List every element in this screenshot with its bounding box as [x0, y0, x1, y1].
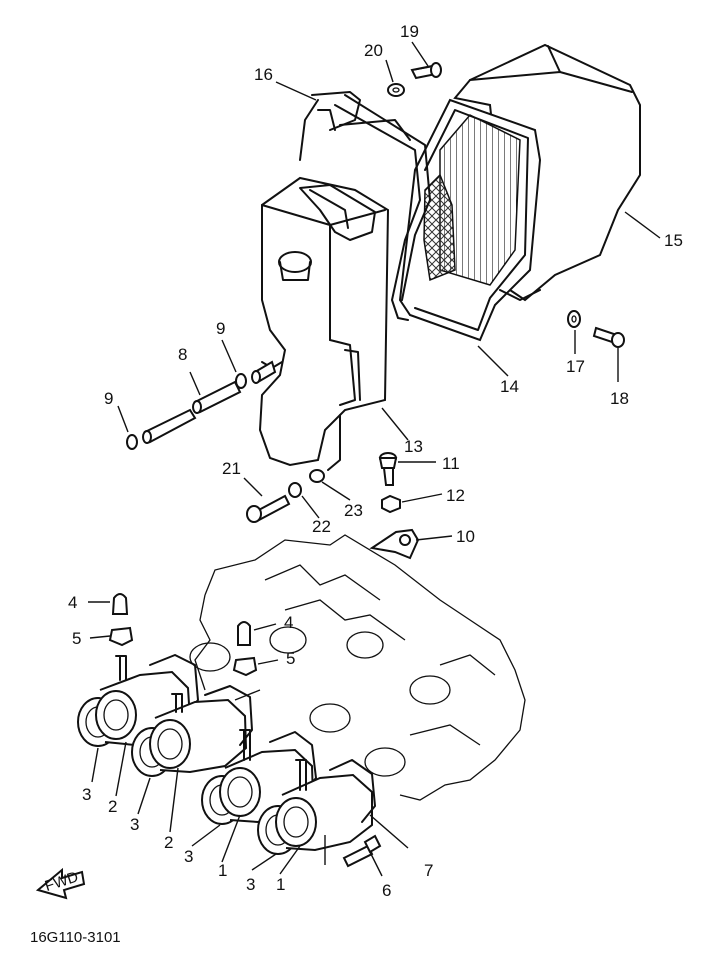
washer-17: [567, 310, 581, 328]
callout-11: 11: [442, 454, 460, 473]
callout-4-right: 4: [284, 613, 293, 632]
carb-joint-4: [257, 759, 376, 855]
clamp-5: [108, 626, 258, 677]
callout-3-c: 3: [184, 847, 193, 866]
callout-2-b: 2: [164, 833, 173, 852]
collar-23: [309, 469, 325, 483]
washer-20: [387, 83, 405, 97]
carb-joint-3: [201, 729, 317, 825]
clip-9: [126, 373, 247, 450]
bolt-21: [246, 494, 291, 523]
callout-3-b: 3: [130, 815, 139, 834]
callout-labels: 19 20 16 15 14 17 18 13 8 9 9 11 12 10 2…: [68, 22, 683, 900]
callout-1-b: 1: [276, 875, 285, 894]
screw-6: [342, 834, 382, 868]
callout-23: 23: [344, 501, 363, 520]
callout-20: 20: [364, 41, 383, 60]
callout-1-a: 1: [218, 861, 227, 880]
callout-10: 10: [456, 527, 475, 546]
callout-22: 22: [312, 517, 331, 536]
callout-3-a: 3: [82, 785, 91, 804]
callout-2-a: 2: [108, 797, 117, 816]
joint-hose-8: [142, 360, 277, 444]
callout-18: 18: [610, 389, 629, 408]
callout-12: 12: [446, 486, 465, 505]
leader-lines: [88, 41, 661, 877]
callout-5-right: 5: [286, 649, 295, 668]
screw-18: [592, 326, 625, 348]
callout-16: 16: [254, 65, 273, 84]
callout-13: 13: [404, 437, 423, 456]
part-code: 16G110-3101: [30, 929, 121, 946]
bolt-11: [378, 452, 398, 486]
nut-12: [381, 494, 401, 514]
air-box-case: [258, 176, 390, 471]
washer-22: [288, 482, 302, 498]
callout-8: 8: [178, 345, 187, 364]
callout-9-lower: 9: [104, 389, 113, 408]
callout-15: 15: [664, 231, 683, 250]
callout-17: 17: [566, 357, 585, 376]
bolt-19: [410, 62, 442, 80]
callout-3-d: 3: [246, 875, 255, 894]
callout-6: 6: [382, 881, 391, 900]
fwd-arrow-icon: FWD: [35, 867, 86, 900]
callout-4-left: 4: [68, 593, 77, 612]
engine-outline: [189, 534, 526, 801]
callout-21: 21: [222, 459, 241, 478]
carb-joint-2: [131, 685, 253, 777]
callout-5-left: 5: [72, 629, 81, 648]
callout-7: 7: [424, 861, 433, 880]
callout-14: 14: [500, 377, 519, 396]
filter-band-clamp: [299, 91, 431, 321]
air-filter-element: [398, 98, 542, 342]
callout-19: 19: [400, 22, 419, 41]
cap-4: [111, 593, 251, 646]
callout-9-upper: 9: [216, 319, 225, 338]
bracket-10: [369, 528, 420, 560]
